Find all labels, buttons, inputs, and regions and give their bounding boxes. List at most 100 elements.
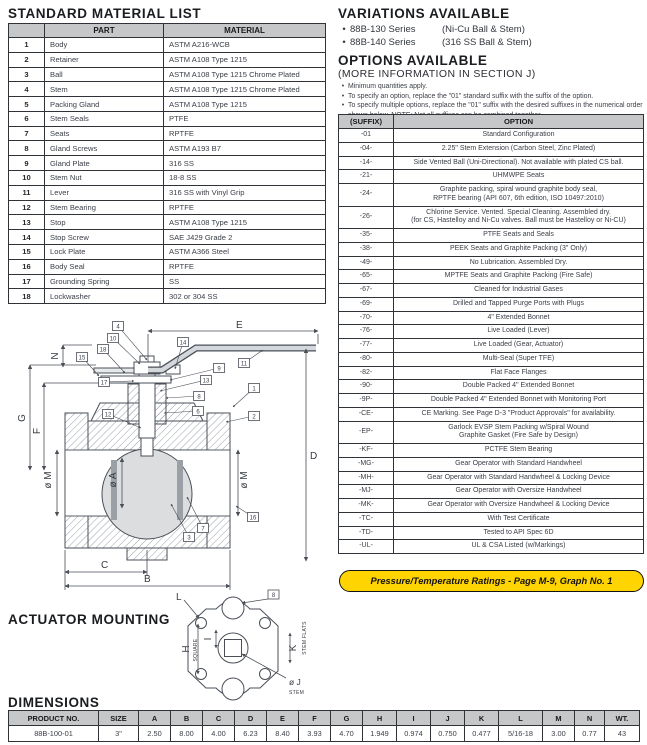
table-cell: 0.974 xyxy=(396,725,431,742)
table-row: -26-Chlorine Service. Vented. Special Cl… xyxy=(338,205,644,229)
table-cell: 3" xyxy=(98,725,139,742)
table-cell: -MG- xyxy=(338,456,394,472)
callout-11: 11 xyxy=(238,349,264,368)
table-cell: -67- xyxy=(338,283,394,298)
table-cell: 9 xyxy=(8,155,45,172)
table-cell: -CE- xyxy=(338,406,394,422)
table-cell: -MH- xyxy=(338,470,394,486)
options-subtitle: (MORE INFORMATION IN SECTION J) xyxy=(338,68,536,80)
table-cell: Stop xyxy=(44,214,164,231)
table-cell: 16 xyxy=(8,258,45,275)
column-header: SIZE xyxy=(98,709,139,727)
table-row: -UL-UL & CSA Listed (w/Markings) xyxy=(338,539,644,554)
table-cell: Graphite packing, spiral wound graphite … xyxy=(393,183,644,207)
table-cell: -MK- xyxy=(338,498,394,513)
svg-text:1: 1 xyxy=(252,386,256,392)
table-row: -MK-Gear Operator with Oversize Handwhee… xyxy=(338,498,644,513)
dim-label-F: F xyxy=(32,428,43,434)
table-cell: Gear Operator with Oversize Handwheel & … xyxy=(393,498,644,513)
dimension-lines xyxy=(27,328,319,590)
table-cell: -90- xyxy=(338,379,394,394)
svg-text:13: 13 xyxy=(203,378,210,384)
actuator-dimension-lines xyxy=(183,598,292,679)
variations-title: VARIATIONS AVAILABLE xyxy=(338,6,510,21)
table-row: -04-2.25" Stem Extension (Carbon Steel, … xyxy=(338,141,644,157)
table-cell: -14- xyxy=(338,155,394,171)
actuator-mounting-title: ACTUATOR MOUNTING xyxy=(8,612,170,627)
column-header: E xyxy=(266,709,299,727)
table-cell: -49- xyxy=(338,255,394,271)
svg-text:2: 2 xyxy=(252,414,256,420)
table-row: -65-MPTFE Seats and Graphite Packing (Fi… xyxy=(338,269,644,284)
svg-text:18: 18 xyxy=(100,347,107,353)
callout-18: 18 xyxy=(97,344,126,374)
table-row: -TD-Tested to API Spec 6D xyxy=(338,525,644,541)
material-header-blank xyxy=(8,23,45,38)
actuator-plate xyxy=(187,596,279,701)
dim-label-M-right: ø M xyxy=(239,471,250,488)
table-cell: PTFE xyxy=(163,110,326,127)
table-cell: -9P- xyxy=(338,393,394,408)
pressure-temperature-ratings-banner: Pressure/Temperature Ratings - Page M-9,… xyxy=(339,570,644,592)
table-cell: -24- xyxy=(338,183,394,207)
table-cell: -76- xyxy=(338,324,394,339)
callout-7: 7 xyxy=(186,496,209,533)
table-cell: ASTM A108 Type 1215 Chrome Plated xyxy=(163,66,326,83)
options-title: OPTIONS AVAILABLE xyxy=(338,53,488,68)
table-cell: Lock Plate xyxy=(44,243,164,260)
table-cell: Standard Configuration xyxy=(393,128,644,143)
svg-text:12: 12 xyxy=(105,412,112,418)
table-cell: 43 xyxy=(604,725,640,742)
callout-8: 8 xyxy=(165,391,205,401)
table-cell: 2.50 xyxy=(138,725,171,742)
table-row: -KF-PCTFE Stem Bearing xyxy=(338,443,644,458)
table-cell: -04- xyxy=(338,141,394,157)
table-cell: MPTFE Seats and Graphite Packing (Fire S… xyxy=(393,269,644,284)
svg-text:16: 16 xyxy=(250,515,257,521)
label-square: SQUARE xyxy=(193,638,199,661)
svg-text:6: 6 xyxy=(196,409,200,415)
table-cell: 3 xyxy=(8,66,45,83)
options-header-row: (SUFFIX) OPTION xyxy=(338,114,644,129)
column-header: K xyxy=(464,709,499,727)
table-row: -MH-Gear Operator with Standard Handwhee… xyxy=(338,470,644,486)
dim-label-A: ø A xyxy=(108,472,119,487)
table-cell: No Lubrication. Assembled Dry. xyxy=(393,255,644,271)
table-row: -67-Cleaned for Industrial Gases xyxy=(338,283,644,298)
table-cell: 0.477 xyxy=(464,725,499,742)
callout-9: 9 xyxy=(169,363,225,381)
options-header-suffix: (SUFFIX) xyxy=(338,114,394,129)
callout-13: 13 xyxy=(159,375,212,392)
table-cell: -UL- xyxy=(338,539,394,554)
table-cell: RPTFE xyxy=(163,199,326,216)
table-cell: 10 xyxy=(8,170,45,186)
table-cell: ASTM A108 Type 1215 Chrome Plated xyxy=(163,81,326,98)
variation-item: • 88B-140 Series (316 SS Ball & Stem) xyxy=(338,37,638,48)
actuator-labels: L 8 K STEM FLATS I H SQUARE ø J STEM xyxy=(176,589,308,696)
note-text: To specify an option, replace the "01" s… xyxy=(348,92,594,100)
table-cell: 15 xyxy=(8,243,45,260)
options-header-option: OPTION xyxy=(393,114,644,129)
callout-15: 15 xyxy=(76,352,100,377)
table-row: -TC-With Test Certificate xyxy=(338,511,644,527)
table-cell: -01 xyxy=(338,128,394,143)
table-cell: Stem Bearing xyxy=(44,199,164,216)
table-row: -70-4" Extended Bonnet xyxy=(338,310,644,326)
table-cell: ASTM A366 Steel xyxy=(163,243,326,260)
table-cell: 18-8 SS xyxy=(163,170,326,186)
table-cell: UHMWPE Seats xyxy=(393,169,644,184)
table-cell: -TD- xyxy=(338,525,394,541)
callout-8: 8 xyxy=(272,593,276,599)
variation-desc: (316 SS Ball & Stem) xyxy=(442,37,532,48)
callout-1: 1 xyxy=(232,383,260,408)
table-cell: Stem xyxy=(44,81,164,98)
